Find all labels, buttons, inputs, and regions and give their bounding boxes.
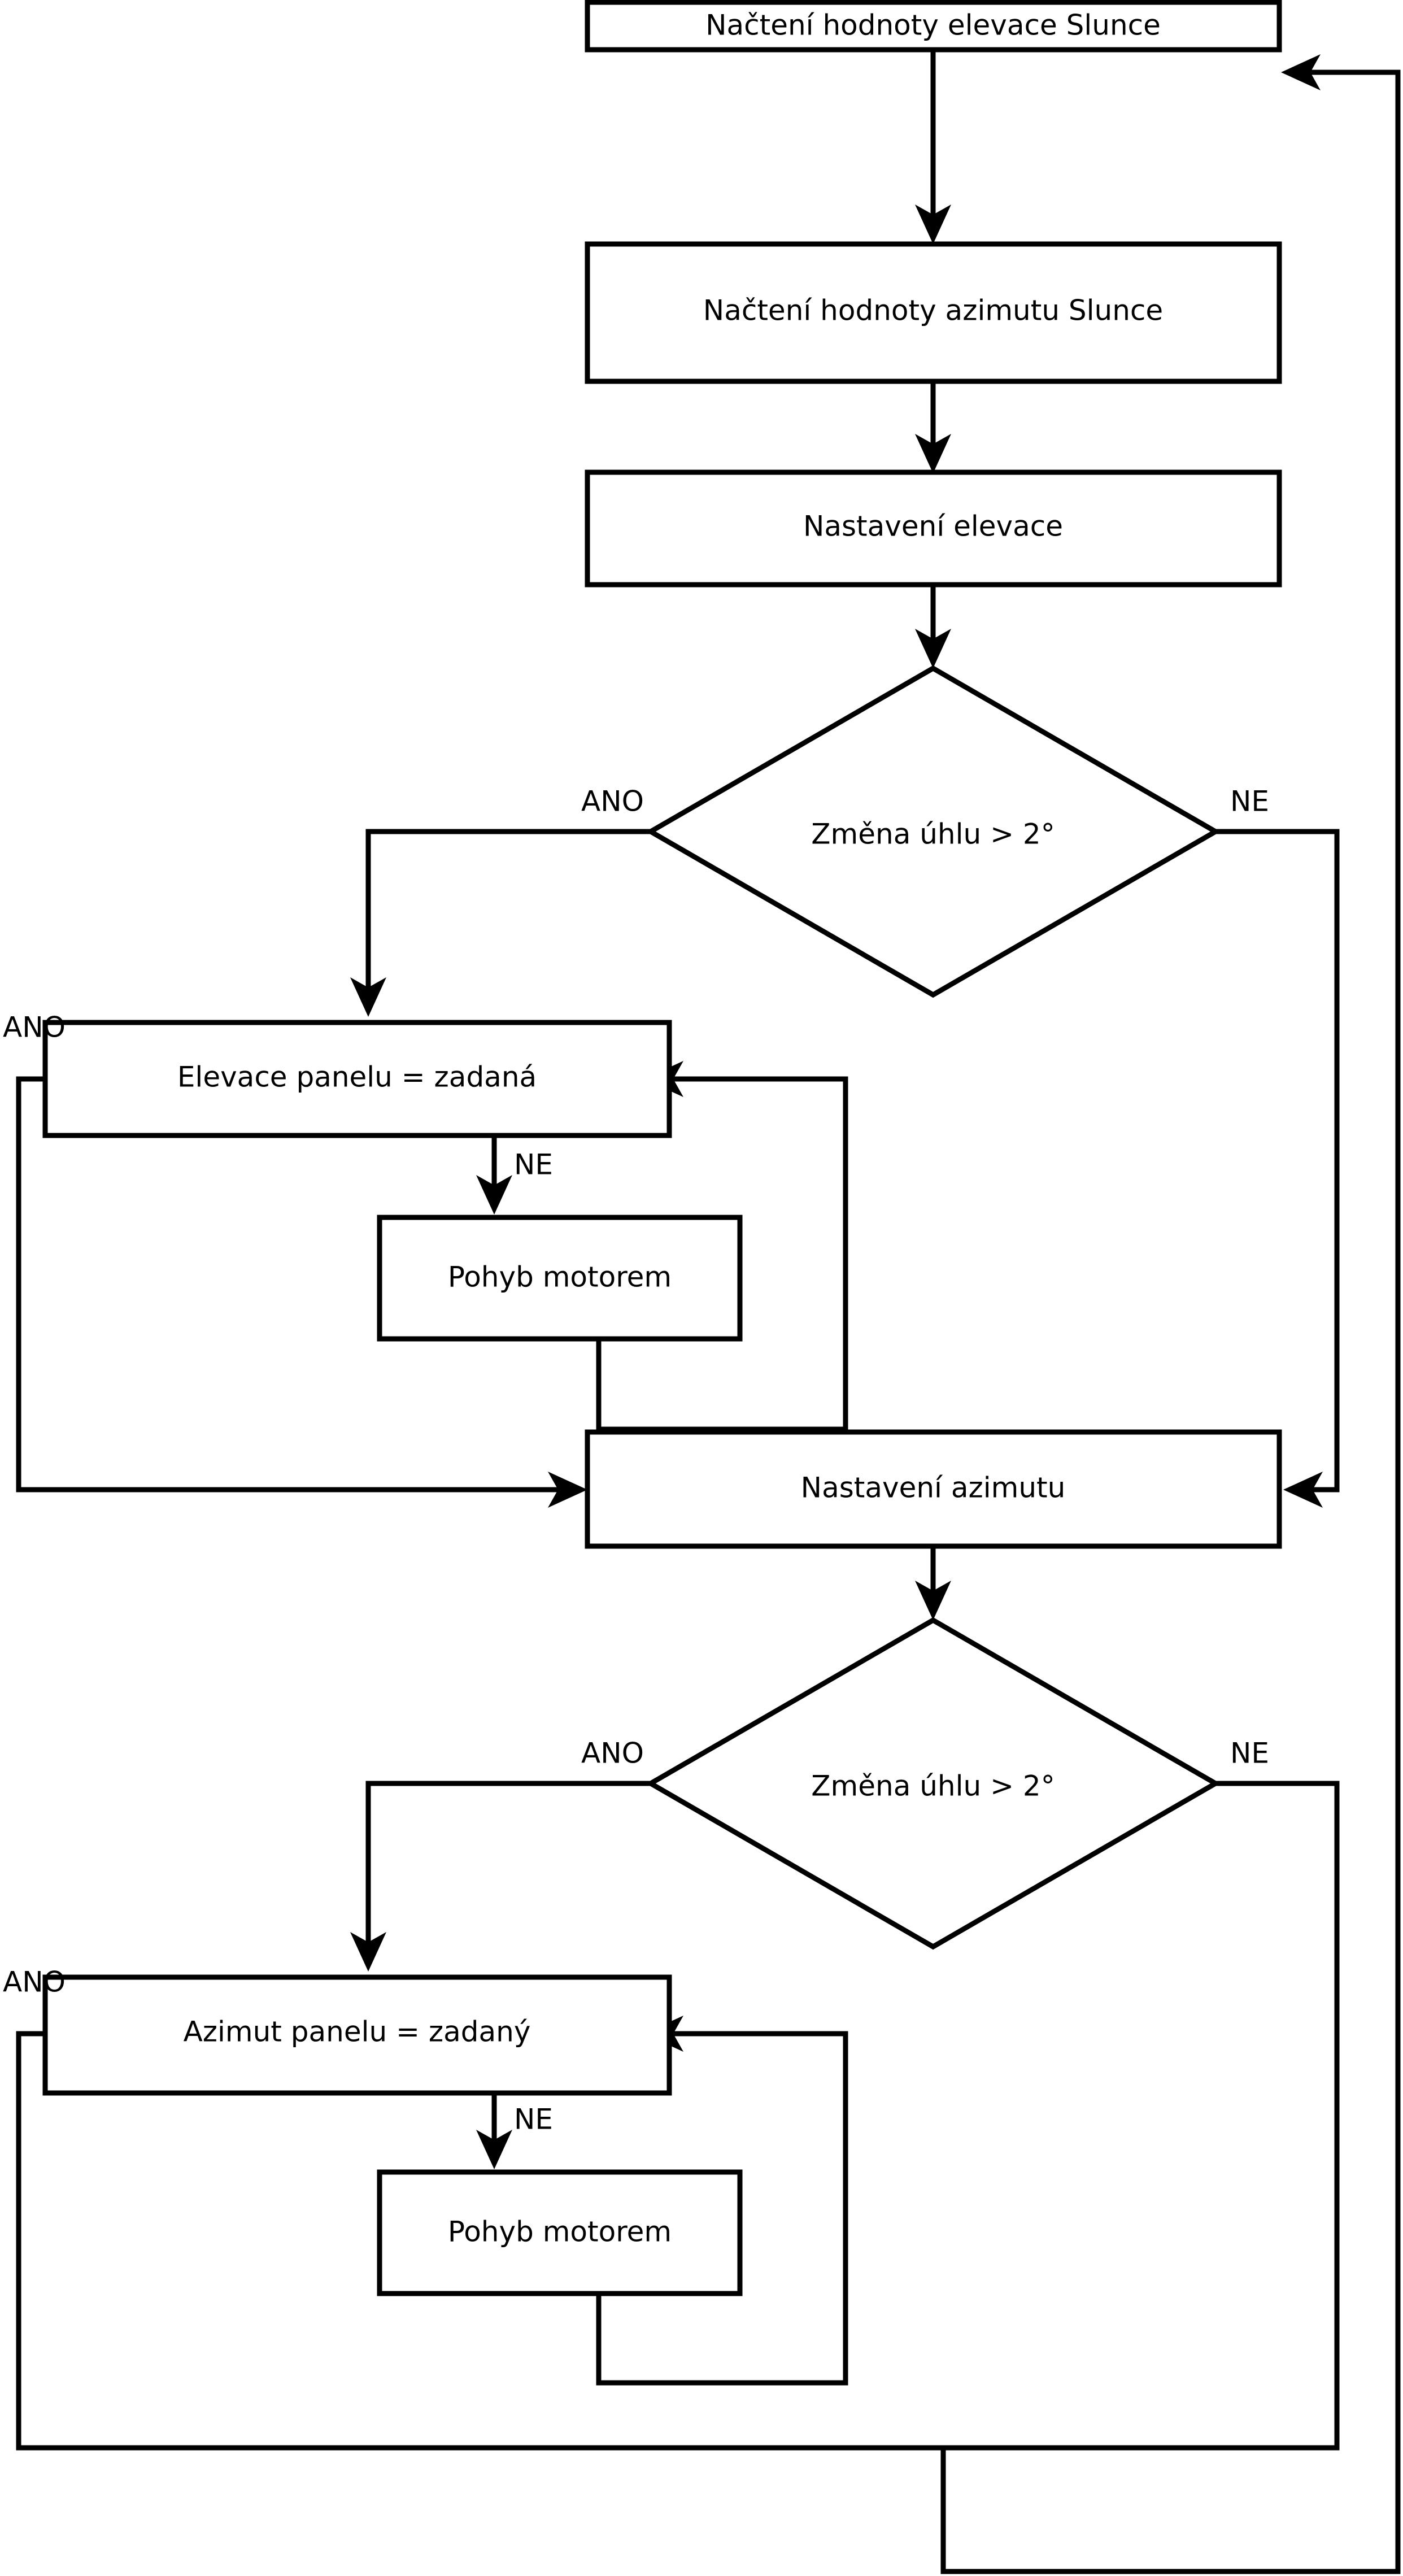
node-read-azimuth-label: Načtení hodnoty azimutu Slunce [703,294,1163,327]
edge-label-decision-azim-yes: ANO [581,1737,644,1770]
node-decision-elevation-label: Změna úhlu > 2° [811,818,1055,851]
node-set-elevation-label: Nastavení elevace [803,510,1063,543]
edge-panel-azim-no [476,2093,512,2169]
edge-decision-azim-no [943,1781,1340,2451]
edge-label-panel-azim-yes: ANO [3,1966,66,1999]
node-panel-elevation-equals-label: Elevace panelu = zadaná [177,1061,537,1094]
node-set-azimuth[interactable]: Nastavení azimutu [585,1429,1282,1549]
node-read-elevation[interactable]: Načtení hodnoty elevace Slunce [585,0,1282,53]
node-motor-move-azimuth-label: Pohyb motorem [448,2216,672,2248]
edge-label-panel-azim-no: NE [514,2103,553,2136]
node-decision-azimuth-label: Změna úhlu > 2° [811,1770,1055,1803]
node-motor-move-elevation-label: Pohyb motorem [448,1261,672,1294]
edge-decision-elev-no [1215,829,1340,1508]
edge-label-decision-elev-yes: ANO [581,785,644,818]
node-read-elevation-label: Načtení hodnoty elevace Slunce [705,9,1161,42]
edge-decision-azim-yes [350,1781,651,1972]
node-motor-move-elevation[interactable]: Pohyb motorem [377,1215,743,1342]
edge-set-azimuth-to-decision-azim [915,1546,951,1620]
node-decision-azimuth[interactable]: Změna úhlu > 2° [646,1617,1221,1950]
node-decision-elevation[interactable]: Změna úhlu > 2° [646,665,1221,998]
node-panel-azimuth-equals[interactable]: Azimut panelu = zadaný [42,1974,672,2096]
edge-label-decision-azim-no: NE [1230,1737,1269,1770]
edge-label-panel-elev-no: NE [514,1148,553,1181]
node-set-azimuth-label: Nastavení azimutu [801,1472,1066,1504]
edge-label-decision-elev-no: NE [1230,785,1269,818]
node-set-elevation[interactable]: Nastavení elevace [585,469,1282,588]
node-read-azimuth[interactable]: Načtení hodnoty azimutu Slunce [585,241,1282,384]
edge-panel-elev-no [476,1135,512,1215]
node-panel-azimuth-equals-label: Azimut panelu = zadaný [184,2016,531,2048]
edge-panel-elev-yes [16,1076,587,1508]
edge-read-azimuth-to-set-elevation [915,381,951,473]
edge-decision-elev-yes [350,829,651,1017]
node-panel-elevation-equals[interactable]: Elevace panelu = zadaná [42,1020,672,1138]
edge-read-elevation-to-read-azimuth [915,50,951,244]
edge-outer-return-to-start [940,54,1401,2574]
edge-panel-azim-yes [16,2031,943,2451]
node-motor-move-azimuth[interactable]: Pohyb motorem [377,2169,743,2296]
edge-label-panel-elev-yes: ANO [3,1011,66,1044]
edge-set-elevation-to-decision-elev [915,585,951,668]
